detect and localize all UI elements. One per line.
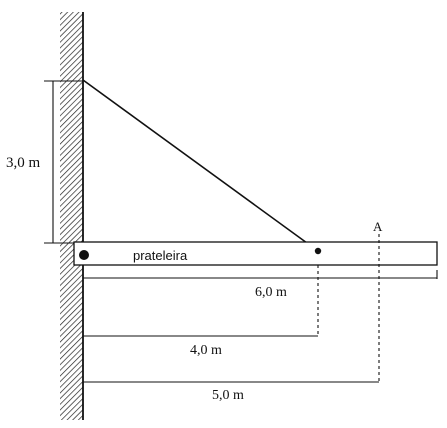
point-a-dim-label: 5,0 m bbox=[212, 388, 244, 403]
shelf-board bbox=[73, 241, 438, 266]
shelf-length-dim-label: 6,0 m bbox=[255, 285, 287, 300]
shelf-length-dimension: 6,0 m bbox=[83, 270, 438, 300]
height-dim-label: 3,0 m bbox=[6, 155, 41, 171]
shelf-label: prateleira bbox=[133, 248, 188, 263]
attachment-dim-label: 4,0 m bbox=[190, 343, 222, 358]
wall bbox=[60, 12, 84, 420]
wall-hatching bbox=[60, 12, 83, 420]
point-a: A bbox=[373, 219, 383, 383]
cable-attachment-point bbox=[314, 247, 322, 255]
height-dimension: 3,0 m bbox=[2, 80, 83, 244]
hinge-pivot bbox=[79, 250, 89, 260]
point-a-distance-dimension: 5,0 m bbox=[83, 381, 379, 403]
height-dim-label-bg bbox=[2, 150, 50, 174]
shelf: prateleira bbox=[73, 241, 438, 266]
point-a-label: A bbox=[373, 219, 383, 234]
cable bbox=[82, 79, 319, 252]
attachment-distance-dimension: 4,0 m bbox=[83, 335, 318, 358]
